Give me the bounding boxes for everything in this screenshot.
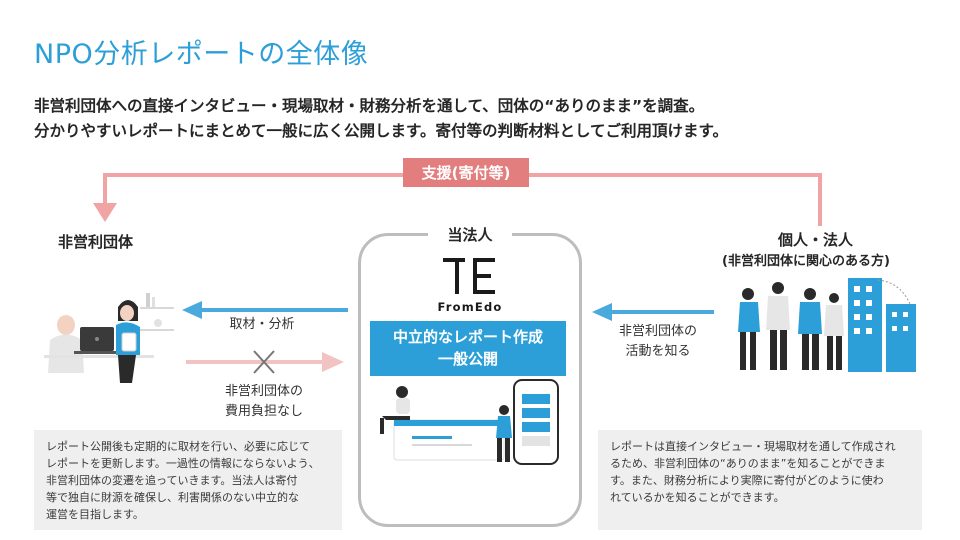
no-cost-line-2: 費用負担なし [224,404,303,419]
npo-note-line: レポート公開後も定期的に取材を行い、必要に応じて [46,440,310,453]
learn-activities-label: 非営利団体の 活動を知る [608,322,708,362]
report-banner-line-2: 一般公開 [437,350,498,368]
supporters-subtitle: (非営利団体に関心のある方) [722,254,890,269]
interview-arrow [182,301,348,319]
supporters-note-line: レポートは直接インタビュー・現場取材を通して作成され [610,440,896,453]
supporters-note: レポートは直接インタビュー・現場取材を通して作成され るため、非営利団体の“あり… [598,430,922,530]
learn-activities-line-1: 非営利団体の [618,324,697,339]
lead-line-1: 非営利団体への直接インタビュー・現場取材・財務分析を通して、団体の“ありのまま”… [34,97,705,115]
npo-illustration [44,293,174,383]
interview-label: 取材・分析 [229,317,295,332]
supporters-title: 個人・法人 [778,231,854,249]
no-cost-label: 非営利団体の 費用負担なし [204,382,324,422]
supporters-note-line: す。また、財務分析により実際に寄付がどのように使わ [610,474,884,487]
supporters-note-line: るため、非営利団体の“ありのまま”を知ることができま [610,457,886,470]
supporters-illustration [738,278,916,372]
report-banner: 中立的なレポート作成 一般公開 [370,321,566,376]
lead-line-2: 分かりやすいレポートにまとめて一般に広く公開します。寄付等の判断材料としてご利用… [34,122,728,140]
npo-note-line: 運営を目指します。 [46,508,144,521]
npo-title: 非営利団体 [58,233,134,251]
no-cost-arrow [186,350,344,374]
npo-note-line: 等で独自に財源を確保し、利害関係のない中立的な [46,491,299,504]
npo-note: レポート公開後も定期的に取材を行い、必要に応じて レポートを更新します。一過性の… [34,430,342,530]
npo-note-line: レポートを更新します。一過性の情報にならないよう、 [46,457,320,470]
supporters-note-line: れているかを知ることができます。 [610,491,785,504]
report-illustration [380,379,559,465]
learn-activities-arrow [592,303,714,321]
support-label: 支援(寄付等) [403,158,529,187]
fromedo-logo-icon [443,258,495,294]
npo-note-line: 非営利団体の変遷を追っていきます。当法人は寄付 [46,474,298,487]
organization-title: 当法人 [428,224,512,244]
no-cost-line-1: 非営利団体の [224,384,303,399]
learn-activities-line-2: 活動を知る [625,344,691,359]
logo-text: FromEdo [437,300,503,314]
report-banner-line-1: 中立的なレポート作成 [392,328,543,346]
page-title: NPO分析レポートの全体像 [34,39,369,70]
